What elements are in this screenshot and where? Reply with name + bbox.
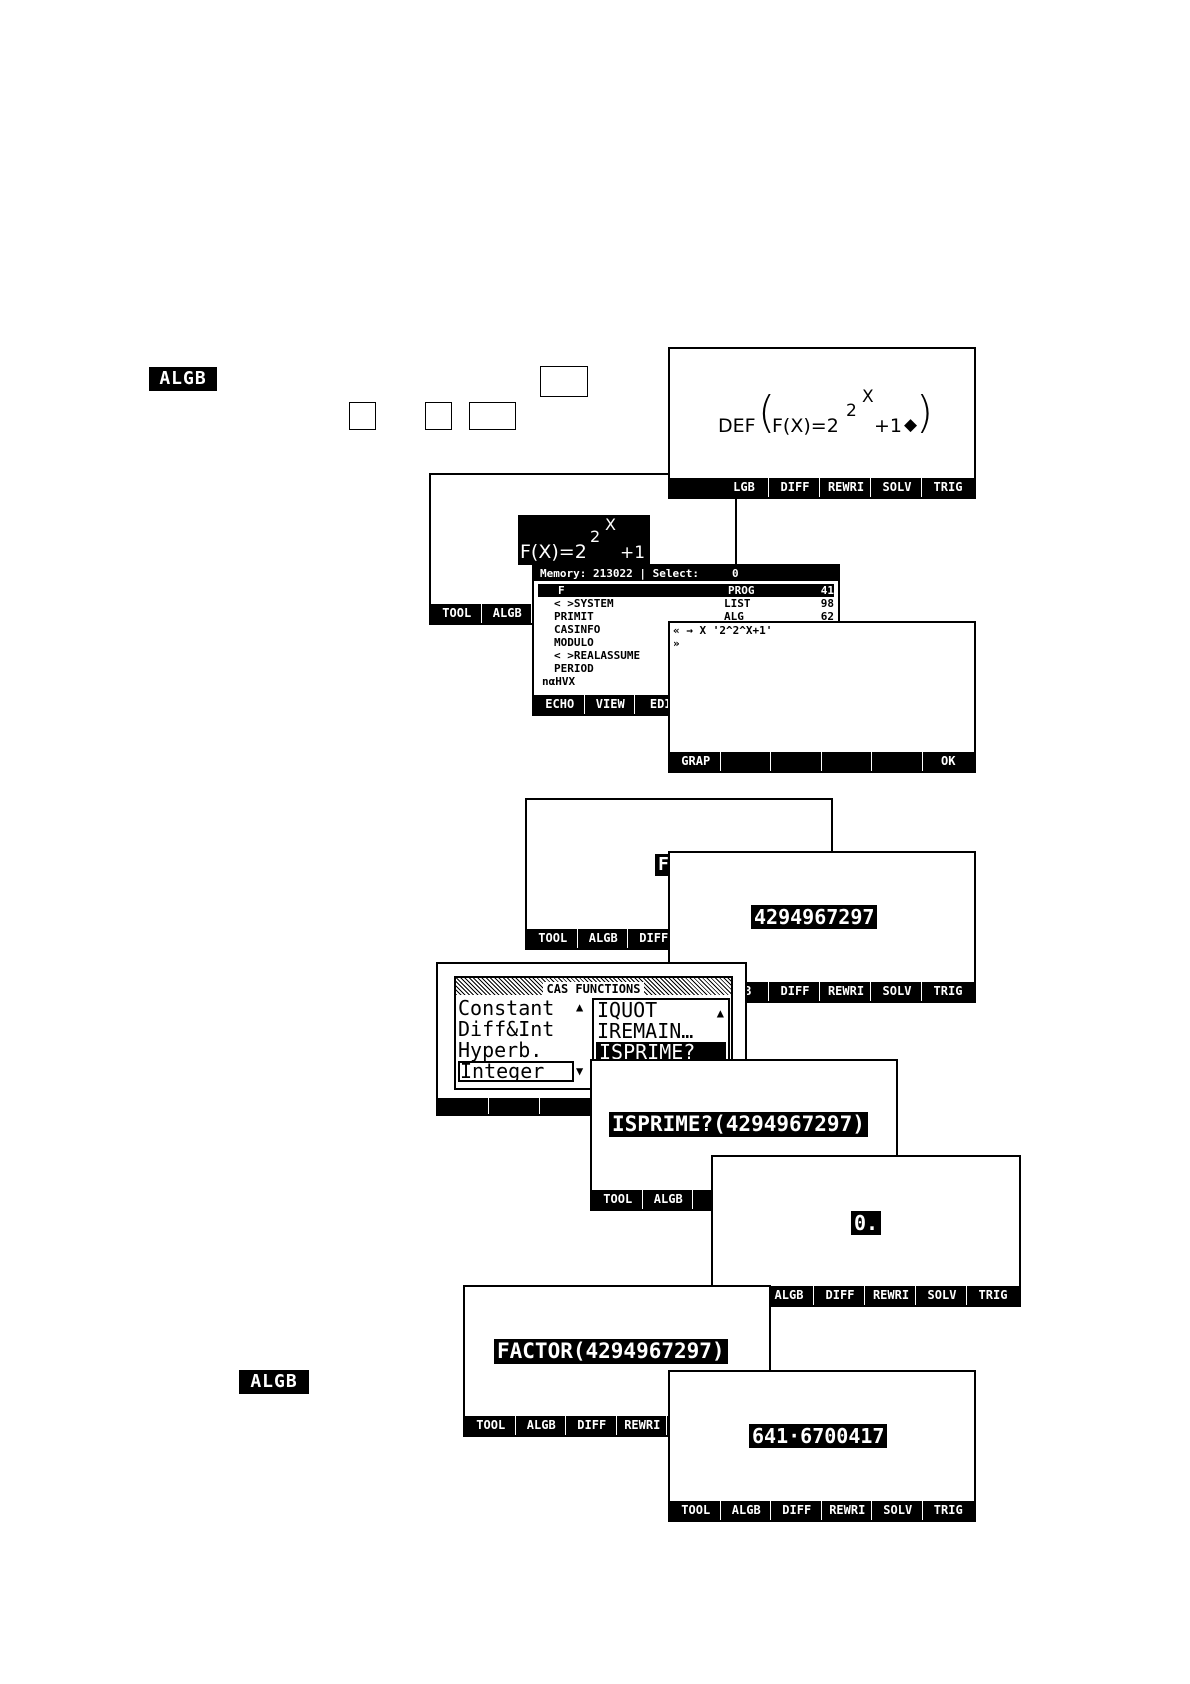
menu-solv[interactable]: SOLV [874,1501,923,1520]
menu-trig[interactable]: TRIG [933,480,963,494]
algb-badge-bottom: ALGB [239,1370,309,1394]
memory-row[interactable]: PRIMIT ALG 62 [554,610,834,623]
menu-solv[interactable]: SOLV [918,1286,967,1305]
memory-row[interactable]: < >SYSTEM LIST 98 [554,597,834,610]
calc-screen-program: « → X '2^2^X+1' » GRAP OK [668,621,976,773]
key-box-3 [425,402,452,430]
menu-solv[interactable]: SOLV [873,982,922,1001]
menu-algb[interactable]: ALGB [580,929,628,948]
memory-row[interactable]: nαHVX [542,675,576,688]
menu-empty[interactable] [824,752,872,771]
key-box-1 [540,366,588,397]
menu-empty[interactable] [773,752,822,771]
scroll-up-icon: ▲ [716,1006,724,1020]
paren-close: ) [916,387,934,438]
highlighted-expression: F(X)=2 2 X +1 [518,515,650,565]
menu-grap[interactable]: GRAP [672,752,721,771]
menu-empty[interactable] [491,1098,540,1114]
menu-ok[interactable]: OK [941,754,956,768]
cursor-icon: ◆ [904,415,918,435]
def-sup1: 2 [846,401,857,421]
cas-category-list: Constant Diff&Int Hyperb. Integer [458,998,592,1082]
memory-list: F PROG 41 < >SYSTEM LIST 98 PRIMIT ALG 6… [538,584,834,688]
memory-row[interactable]: CASINFO [554,623,601,636]
program-line-2: » [673,637,680,650]
menu-empty[interactable] [723,752,771,771]
cas-title-bar: CAS FUNCTIONS [456,978,731,996]
menu-diff[interactable]: DIFF [771,478,820,497]
menu-empty[interactable] [440,1098,489,1114]
memory-row[interactable]: PERIOD [554,662,594,675]
cas-category-item[interactable]: Hyperb. [458,1038,543,1062]
menu-empty[interactable] [542,1098,591,1114]
menu-rewri[interactable]: REWRI [822,478,871,497]
menu-echo[interactable]: ECHO [536,695,585,714]
menu-tool[interactable]: TOOL [467,1416,516,1435]
factor-result: 641·6700417 [749,1424,888,1448]
menu-trig[interactable]: TRIG [933,1503,963,1517]
calc-screen-def: DEF ( F(X)=2 2 X +1 ◆ ) LGB DIFF REWRI S… [668,347,976,499]
memory-row[interactable]: < >REALASSUME [554,649,641,662]
def-prefix: DEF [718,415,756,437]
factor-expression: FACTOR(4294967297) [494,1339,728,1364]
menu-empty[interactable] [874,752,923,771]
key-box-4 [469,402,516,430]
memory-header: Memory: 213022 | Select: 0 [534,566,838,581]
calc-screen-result-number: 4294967297 GB DIFF REWRI SOLV TRIG [668,851,976,1003]
menu-bar: LGB DIFF REWRI SOLV TRIG [670,478,974,497]
menu-tool[interactable]: TOOL [594,1190,643,1209]
menu-algb[interactable]: ALGB [765,1286,814,1305]
cas-category-item[interactable]: Diff&Int [458,1017,555,1041]
cas-submenu-item[interactable]: IREMAIN… [597,1019,694,1043]
menu-bar: ALGB DIFF REWRI SOLV TRIG [713,1286,1019,1305]
menu-tool[interactable]: TOOL [672,1501,721,1520]
calc-screen-result-zero: 0. ALGB DIFF REWRI SOLV TRIG [711,1155,1021,1307]
menu-tool[interactable]: TOOL [529,929,578,948]
memory-row-selected[interactable]: F PROG 41 [538,584,834,597]
cas-category-item[interactable]: Constant [458,996,555,1020]
menu-bar: GRAP OK [670,752,974,771]
menu-algb[interactable]: ALGB [518,1416,566,1435]
program-line-1: « → X '2^2^X+1' [673,624,773,637]
scroll-down-icon: ▼ [576,1064,584,1078]
scroll-up-icon: ▲ [576,1000,584,1014]
menu-bar: TOOL ALGB DIFF REWRI SOLV TRIG [670,1501,974,1520]
paren-open: ( [758,387,776,438]
isprime-expression: ISPRIME?(4294967297) [609,1112,868,1137]
menu-algb[interactable]: LGB [720,478,769,497]
menu-diff[interactable]: DIFF [568,1416,617,1435]
menu-rewri[interactable]: REWRI [619,1416,667,1435]
menu-solv[interactable]: SOLV [873,478,922,497]
key-box-2 [349,402,376,430]
def-expr: F(X)=2 [772,415,839,437]
memory-row[interactable]: MODULO [554,636,594,649]
menu-diff[interactable]: DIFF [771,982,820,1001]
def-sup2: X [862,387,874,407]
menu-algb[interactable]: ALGB [723,1501,771,1520]
menu-diff[interactable]: DIFF [816,1286,865,1305]
cas-title: CAS FUNCTIONS [542,982,645,996]
menu-view[interactable]: VIEW [587,695,635,714]
menu-rewri[interactable]: REWRI [822,982,871,1001]
cas-submenu-selected[interactable]: ISPRIME? [596,1042,726,1063]
menu-rewri[interactable]: REWRI [824,1501,872,1520]
algb-badge-top: ALGB [149,367,217,391]
menu-trig[interactable]: TRIG [933,984,963,998]
menu-algb[interactable]: ALGB [484,604,532,623]
calc-screen-factor-result: 641·6700417 TOOL ALGB DIFF REWRI SOLV TR… [668,1370,976,1522]
menu-algb[interactable]: ALGB [645,1190,693,1209]
menu-diff[interactable]: DIFF [773,1501,822,1520]
def-plus-one: +1 [874,415,903,437]
menu-tool[interactable]: TOOL [433,604,482,623]
cas-submenu-item[interactable]: IQUOT [597,998,658,1022]
menu-trig[interactable]: TRIG [978,1288,1008,1302]
result-value: 4294967297 [751,905,878,929]
zero-result: 0. [851,1211,882,1235]
menu-rewri[interactable]: REWRI [867,1286,916,1305]
cas-category-selected[interactable]: Integer [458,1061,574,1082]
entry-cursor: F [655,854,672,876]
